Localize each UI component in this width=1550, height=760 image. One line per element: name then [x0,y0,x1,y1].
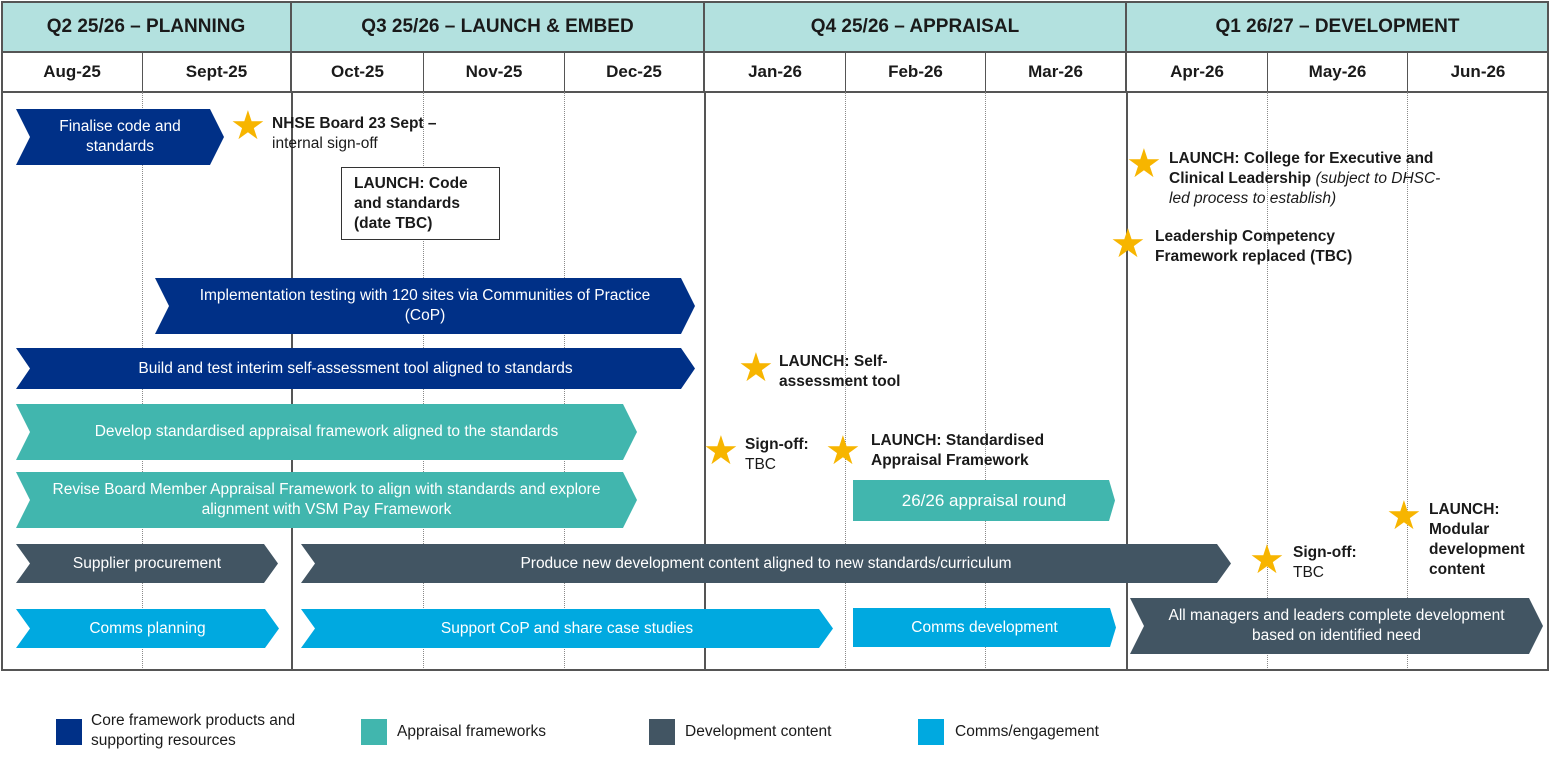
milestone-launch-appraisal: LAUNCH: Standardised Appraisal Framework [871,432,1045,469]
milestone-star-icon: ★ [703,429,739,473]
quarter-line [704,92,706,670]
roadmap-frame [1,1,1549,671]
month-line [845,92,846,670]
quarter-header-q3: Q3 25/26 – LAUNCH & EMBED [292,2,705,51]
legend-swatch-comms [918,719,944,745]
bar-finalise-code: Finalise code and standards [16,109,224,165]
milestone-star-icon: ★ [1126,142,1162,186]
milestone-nhse-board-detail: internal sign-off [272,135,378,152]
month-header-jun-26: Jun-26 [1408,51,1548,92]
month-header-may-26: May-26 [1268,51,1408,92]
bar-produce-content: Produce new development content aligned … [301,544,1231,583]
milestone-nhse-board: NHSE Board 23 Sept – internal sign-off [272,114,492,154]
milestone-star-icon: ★ [1249,538,1285,582]
legend-swatch-core [56,719,82,745]
legend-swatch-development [649,719,675,745]
quarter-header-q1: Q1 26/27 – DEVELOPMENT [1127,2,1548,51]
bar-implementation-testing: Implementation testing with 120 sites vi… [155,278,695,334]
milestone-launch-modular: LAUNCH: Modular development content [1429,501,1525,578]
header-divider [2,51,1548,53]
legend-label-appraisal: Appraisal frameworks [397,723,547,740]
month-header-feb-26: Feb-26 [846,51,986,92]
milestone-star-icon: ★ [1110,222,1146,266]
quarter-header-q4: Q4 25/26 – APPRAISAL [705,2,1127,51]
milestone-signoff-jan-detail: TBC [745,456,776,473]
bar-appraisal-round: 26/26 appraisal round [853,480,1115,521]
milestone-signoff-may: Sign-off: TBC [1293,543,1383,583]
legend-label-development: Development content [685,723,832,740]
bar-comms-planning: Comms planning [16,609,279,648]
bar-supplier-procurement: Supplier procurement [16,544,278,583]
month-header-oct-25: Oct-25 [292,51,424,92]
month-header-dec-25: Dec-25 [565,51,705,92]
milestone-leadership-framework: Leadership Competency Framework replaced… [1155,228,1353,265]
milestone-star-icon: ★ [738,346,774,390]
milestone-launch-college-title: LAUNCH: College for Executive and Clinic… [1169,150,1434,187]
milestone-star-icon: ★ [230,104,266,148]
month-line [1267,92,1268,670]
milestone-star-icon: ★ [1386,494,1422,538]
bar-support-cop: Support CoP and share case studies [301,609,833,648]
bar-all-managers: All managers and leaders complete develo… [1130,598,1543,654]
quarter-header-q2: Q2 25/26 – PLANNING [2,2,292,51]
bar-build-tool: Build and test interim self-assessment t… [16,348,695,389]
milestone-launch-code-box: LAUNCH: Code and standards (date TBC) [341,167,500,240]
month-header-sept-25: Sept-25 [143,51,292,92]
milestone-signoff-jan: Sign-off: TBC [745,435,835,475]
month-header-aug-25: Aug-25 [2,51,143,92]
bar-comms-development: Comms development [853,608,1116,647]
milestone-signoff-may-title: Sign-off: [1293,544,1357,561]
milestone-signoff-may-detail: TBC [1293,564,1324,581]
legend-label-core: Core framework products and supporting r… [91,712,296,749]
milestone-launch-college: LAUNCH: College for Executive and Clinic… [1169,149,1459,209]
legend-label-comms: Comms/engagement [955,723,1099,740]
milestone-launch-self-assessment: LAUNCH: Self-assessment tool [779,353,901,390]
month-header-apr-26: Apr-26 [1127,51,1268,92]
milestone-launch-college-note: (subject to DHSC-led process to establis… [1169,170,1441,207]
milestone-nhse-board-title: NHSE Board 23 Sept – [272,115,437,132]
body-top-divider [2,91,1548,93]
month-header-nov-25: Nov-25 [424,51,565,92]
month-header-jan-26: Jan-26 [705,51,846,92]
bar-develop-appraisal: Develop standardised appraisal framework… [16,404,637,460]
month-header-mar-26: Mar-26 [986,51,1127,92]
month-line [985,92,986,670]
legend-swatch-appraisal [361,719,387,745]
month-line [1407,92,1408,670]
milestone-signoff-jan-title: Sign-off: [745,436,809,453]
quarter-line [1126,92,1128,670]
milestone-star-icon: ★ [825,429,861,473]
bar-revise-board: Revise Board Member Appraisal Framework … [16,472,637,528]
